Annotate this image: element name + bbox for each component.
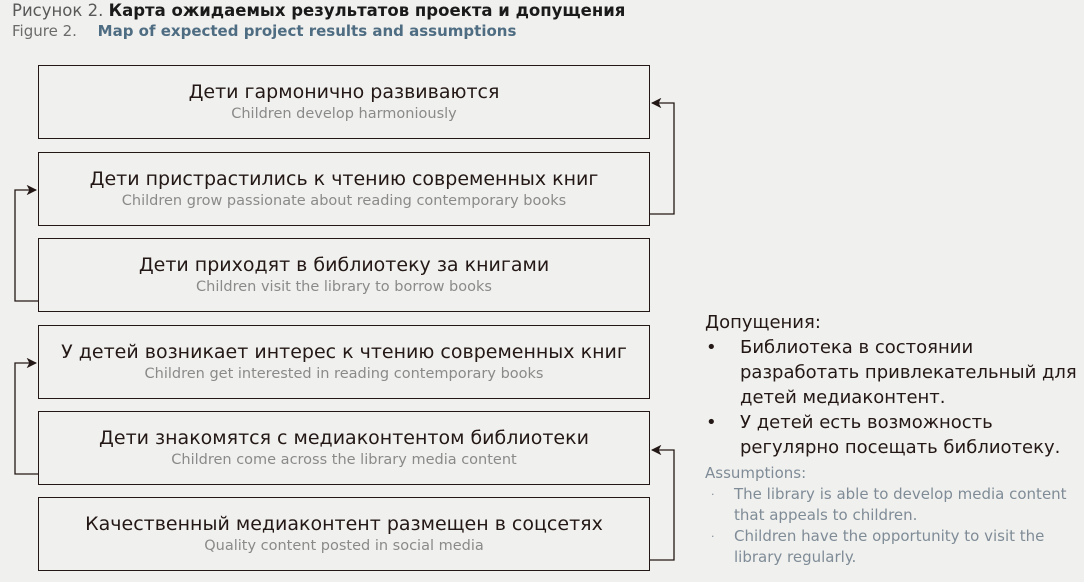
assumptions-heading-ru: Допущения:: [705, 312, 821, 333]
result-node-5[interactable]: Дети знакомятся с медиаконтентом библиот…: [38, 411, 650, 485]
bullet-icon: •: [706, 412, 717, 433]
bullet-icon: ·: [711, 530, 715, 543]
assumptions-item-ru-text: Библиотека в состоянии разработать привл…: [740, 337, 1077, 408]
assumptions-item-en-text: The library is able to develop media con…: [734, 485, 1067, 524]
result-node-5-title-en: Children come across the library media c…: [171, 452, 517, 468]
result-node-3-title-en: Children visit the library to borrow boo…: [196, 279, 492, 295]
result-node-6[interactable]: Качественный медиаконтент размещен в соц…: [38, 497, 650, 571]
assumptions-item-ru: • У детей есть возможность регулярно пос…: [698, 410, 1078, 460]
result-node-1[interactable]: Дети гармонично развиваются Children dev…: [38, 65, 650, 139]
connector-n2-to-n1: [650, 97, 675, 215]
result-node-2[interactable]: Дети пристрастились к чтению современных…: [38, 152, 650, 226]
assumptions-panel: Допущения: • Библиотека в состоянии разр…: [698, 310, 1078, 568]
result-node-4-title-ru: У детей возникает интерес к чтению совре…: [61, 341, 627, 363]
assumptions-item-ru: • Библиотека в состоянии разработать при…: [698, 335, 1078, 410]
assumptions-item-en-text: Children have the opportunity to visit t…: [734, 527, 1045, 566]
result-node-1-title-en: Children develop harmoniously: [231, 106, 457, 122]
assumptions-item-en: · The library is able to develop media c…: [698, 484, 1078, 526]
bullet-icon: •: [706, 337, 717, 358]
connector-n3-to-n2: [14, 184, 38, 302]
result-node-6-title-ru: Качественный медиаконтент размещен в соц…: [85, 513, 603, 535]
assumptions-heading-en: Assumptions:: [705, 464, 807, 482]
result-node-2-title-ru: Дети пристрастились к чтению современных…: [89, 168, 599, 190]
result-node-4-title-en: Children get interested in reading conte…: [144, 366, 544, 382]
assumptions-list-ru: • Библиотека в состоянии разработать при…: [698, 335, 1078, 460]
figure-caption: Рисунок 2. Карта ожидаемых результатов п…: [12, 0, 732, 42]
caption-prefix-en: Figure 2.: [12, 22, 77, 40]
caption-prefix-ru: Рисунок 2.: [12, 1, 104, 20]
caption-title-ru: Карта ожидаемых результатов проекта и до…: [108, 1, 626, 20]
assumptions-list-en: · The library is able to develop media c…: [698, 484, 1078, 568]
result-node-1-title-ru: Дети гармонично развиваются: [188, 81, 500, 103]
result-node-3-title-ru: Дети приходят в библиотеку за книгами: [138, 254, 550, 276]
result-node-6-title-en: Quality content posted in social media: [204, 538, 484, 554]
caption-line-ru: Рисунок 2. Карта ожидаемых результатов п…: [12, 0, 732, 21]
result-node-3[interactable]: Дети приходят в библиотеку за книгами Ch…: [38, 238, 650, 312]
connector-n5-to-n4: [14, 357, 38, 475]
assumptions-item-en: · Children have the opportunity to visit…: [698, 526, 1078, 568]
caption-line-en: Figure 2. Map of expected project result…: [12, 21, 732, 42]
result-node-2-title-en: Children grow passionate about reading c…: [121, 193, 567, 209]
result-node-5-title-ru: Дети знакомятся с медиаконтентом библиот…: [99, 427, 589, 449]
connector-n6-to-n5: [650, 444, 675, 561]
caption-title-en: Map of expected project results and assu…: [97, 22, 517, 40]
assumptions-item-ru-text: У детей есть возможность регулярно посещ…: [740, 412, 1061, 458]
bullet-icon: ·: [711, 488, 715, 501]
result-node-4[interactable]: У детей возникает интерес к чтению совре…: [38, 325, 650, 399]
